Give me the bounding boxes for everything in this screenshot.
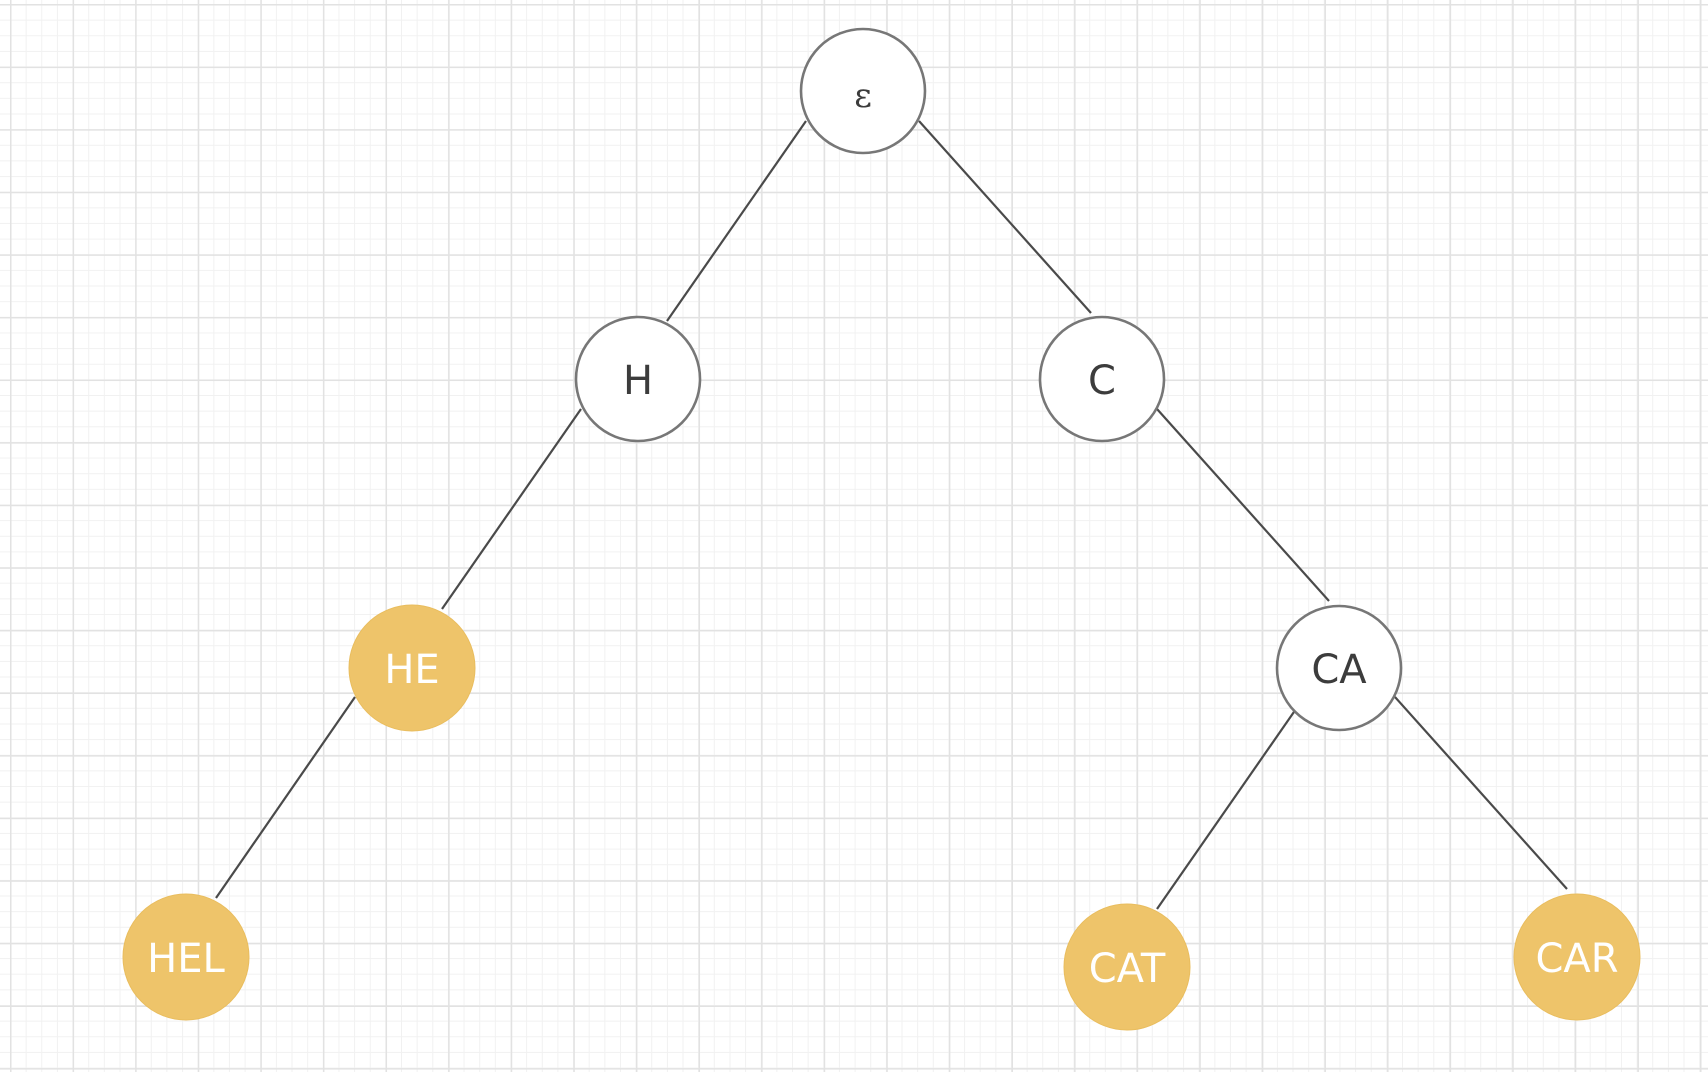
node-label-ca: CA bbox=[1311, 647, 1367, 693]
node-root: ε bbox=[799, 27, 927, 155]
node-cat: CAT bbox=[1063, 903, 1191, 1031]
node-c: C bbox=[1038, 315, 1166, 443]
edge-root-h bbox=[666, 120, 807, 322]
node-label-c: C bbox=[1088, 358, 1116, 404]
edge-root-c bbox=[918, 120, 1092, 314]
edge-h-he bbox=[441, 408, 582, 610]
node-h: H bbox=[574, 315, 702, 443]
node-hel: HEL bbox=[122, 893, 250, 1021]
edge-c-ca bbox=[1156, 408, 1330, 602]
node-label-car: CAR bbox=[1535, 936, 1618, 982]
node-he: HE bbox=[348, 604, 476, 732]
node-label-root: ε bbox=[854, 76, 872, 116]
edges-layer bbox=[215, 120, 1568, 910]
edge-ca-cat bbox=[1156, 708, 1297, 910]
node-label-hel: HEL bbox=[147, 936, 225, 982]
edge-ca-car bbox=[1394, 696, 1568, 890]
node-car: CAR bbox=[1513, 893, 1641, 1021]
node-label-cat: CAT bbox=[1089, 946, 1166, 992]
node-label-h: H bbox=[623, 358, 653, 404]
node-ca: CA bbox=[1275, 604, 1403, 732]
node-label-he: HE bbox=[384, 647, 439, 693]
edge-he-hel bbox=[215, 696, 356, 899]
